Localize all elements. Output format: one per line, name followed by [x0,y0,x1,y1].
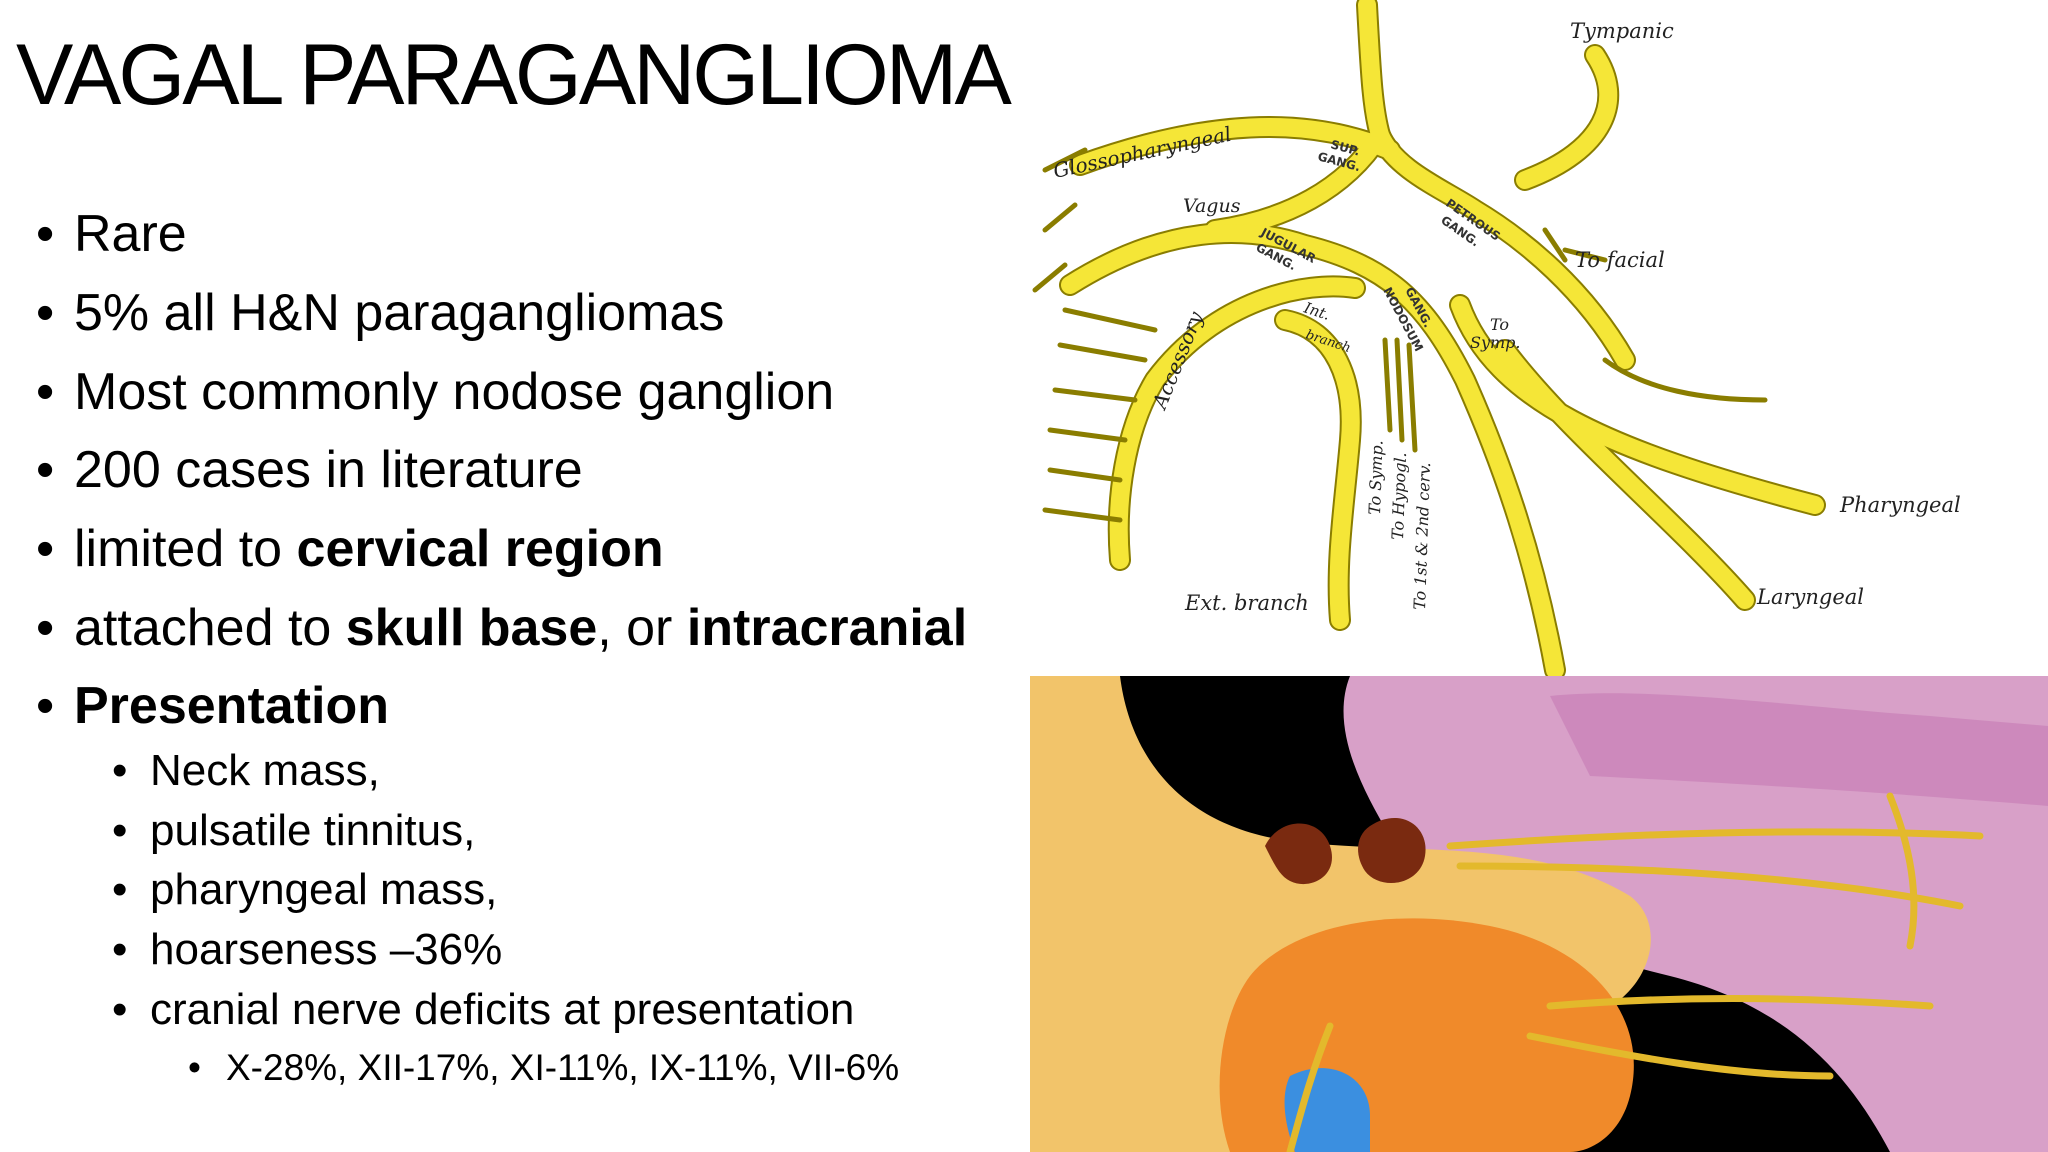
bullet-text: attached to skull base, or intracranial [74,602,967,654]
label-to-facial: To facial [1575,248,1665,272]
label-to-symp-vertical: To Symp. [1365,440,1387,515]
label-to-cerv: To 1st & 2nd cerv. [1410,462,1434,610]
nerve-small-branches [1032,147,1768,523]
slide-title: VAGAL PARAGANGLIOMA [16,27,1012,123]
bullet-text: X-28%, XII-17%, XI-11%, IX-11%, VII-6% [226,1047,900,1088]
label-ext-branch: Ext. branch [1184,591,1309,615]
bullet-dot: • [112,925,128,974]
bullet-text: 200 cases in literature [74,441,583,499]
bullet-dot: • [36,520,55,578]
cranial-nerves [1286,792,1984,1152]
label-accessory: Accessory [1147,308,1209,414]
bullet-text: limited to cervical region [74,523,664,575]
bullet-dot: • [36,677,55,735]
bullet-dot: • [36,363,55,421]
bullet-text: pharyngeal mass, [150,865,498,914]
bullet-text: Presentation [74,677,389,735]
bullet-dot: • [36,284,55,342]
label-vagus: Vagus [1183,195,1241,217]
ossicles [1265,817,1426,885]
muscle-tissue [1343,676,2048,1152]
anatomy-illustration-svg [1030,676,2048,1152]
nerve-diagram: Tympanic Glossopharyngeal SUP. GANG. Vag… [1005,0,2048,676]
nerve-fill [1061,0,1824,676]
bullet-text-bold: skull base [345,599,598,657]
anatomy-illustration [1030,676,2048,1152]
bullet-text: cranial nerve deficits at presentation [150,985,855,1034]
bullet-dot: • [36,205,55,263]
temporal-bone [1030,676,1651,1152]
label-to-symp-1: To [1490,315,1509,334]
bullet-text-plain: , or [597,599,687,657]
bullet-text: Rare [74,205,187,263]
bullet-text: hoarseness –36% [150,925,503,974]
bullet-text-bold: cervical region [296,520,664,578]
bullet-list: • Rare • 5% all H&N paragangliomas • Mos… [0,0,1010,1152]
nerve-outlines [1032,0,1826,676]
bullet-dot: • [36,441,55,499]
bullet-dot: • [112,806,128,855]
bullet-text-plain: attached to [74,599,346,657]
bullet-text: Neck mass, [150,746,380,795]
label-tympanic: Tympanic [1570,19,1674,43]
bullet-dot: • [112,985,128,1034]
bullet-text-plain: limited to [74,520,297,578]
label-laryngeal: Laryngeal [1756,585,1864,609]
bullet-text: pulsatile tinnitus, [150,806,476,855]
bullet-dot: • [188,1047,201,1088]
bullet-dot: • [112,865,128,914]
bullet-text-bold: intracranial [686,599,968,657]
bullet-dot: • [36,599,55,657]
label-to-symp-2: Symp. [1470,333,1521,352]
label-to-hypogl: To Hypogl. [1388,452,1410,540]
bullet-text: Most commonly nodose ganglion [74,363,835,421]
bullet-dot: • [112,746,128,795]
nerve-diagram-svg: Tympanic Glossopharyngeal SUP. GANG. Vag… [1032,0,1961,676]
bullet-text: 5% all H&N paragangliomas [74,284,725,342]
label-pharyngeal: Pharyngeal [1839,493,1961,517]
